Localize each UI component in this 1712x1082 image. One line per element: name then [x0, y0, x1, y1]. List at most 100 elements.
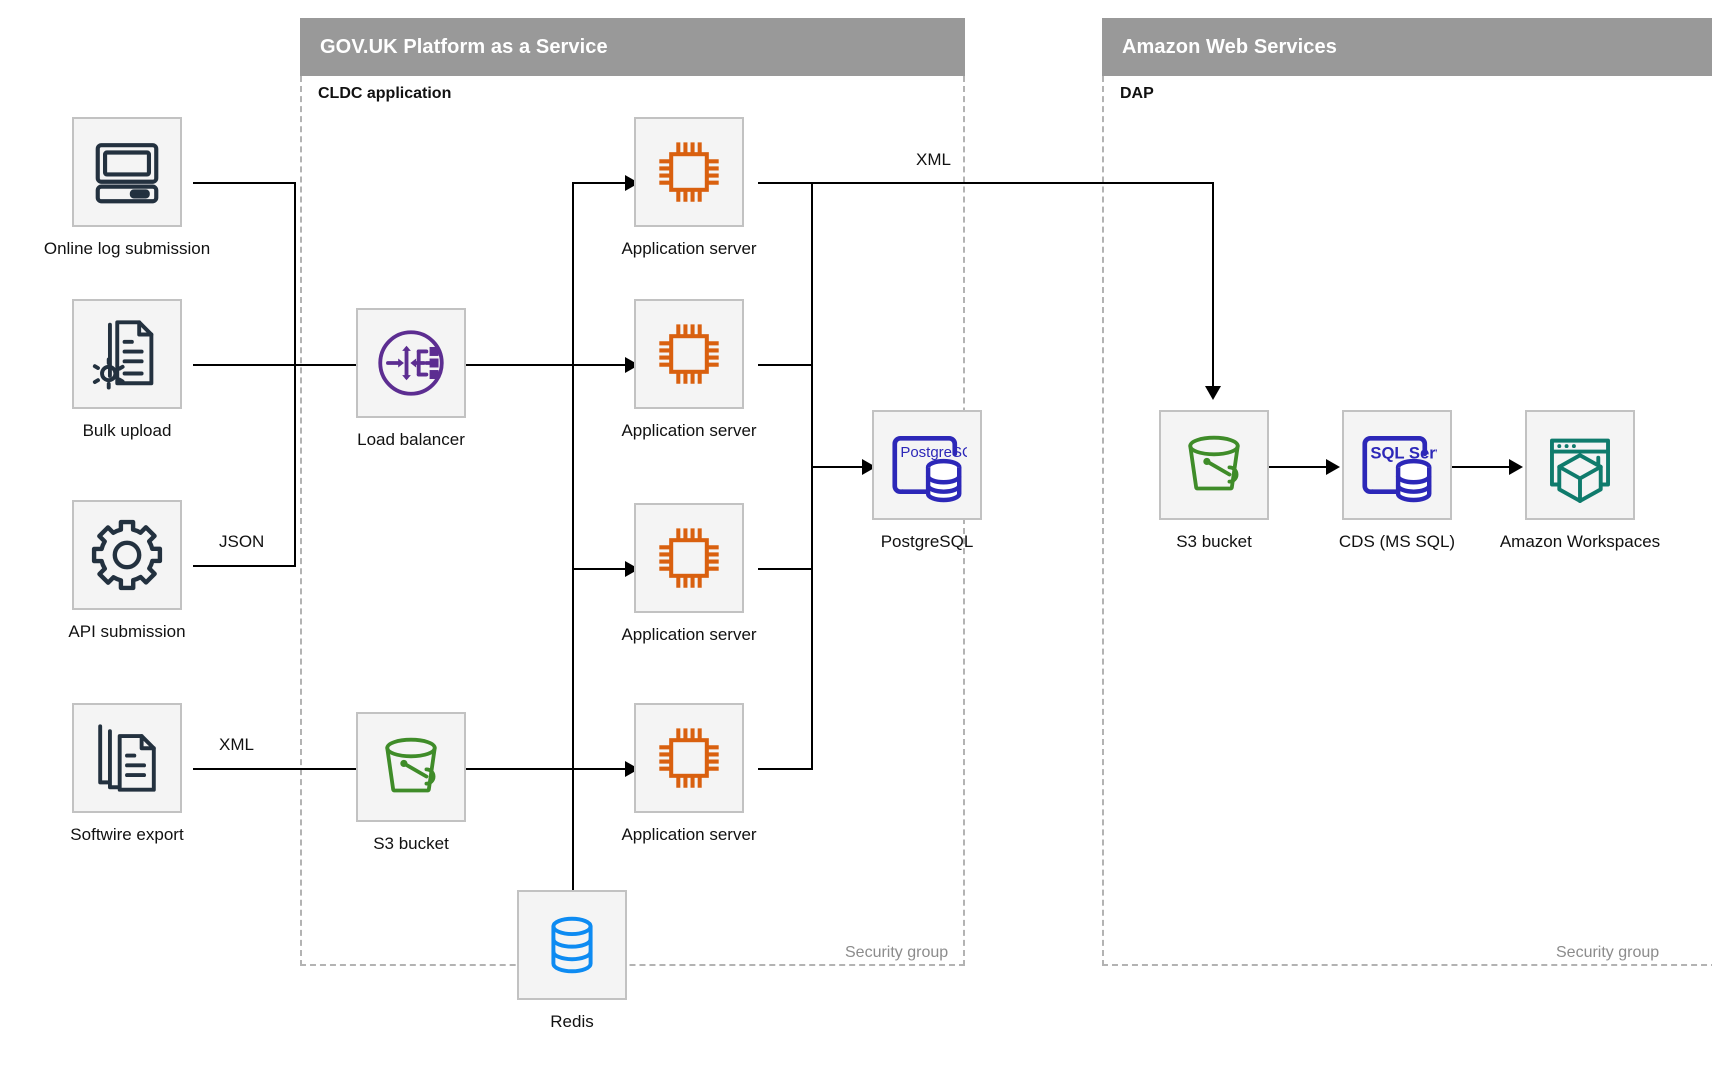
node-icon-box	[356, 308, 466, 418]
group-subtitle-paas: CLDC application	[318, 85, 452, 102]
edge-label-xml-softwire: XML	[213, 735, 260, 755]
node-label: Softwire export	[70, 825, 184, 844]
node-icon-box	[72, 703, 182, 813]
node-softwire-export[interactable]: Softwire export	[70, 703, 184, 844]
node-icon-box	[1525, 410, 1635, 520]
node-api-submission[interactable]: API submission	[68, 500, 186, 641]
node-s3-bucket-paas[interactable]: S3 bucket	[356, 712, 466, 853]
node-s3-bucket-aws[interactable]: S3 bucket	[1159, 410, 1269, 551]
documents-stack-icon	[88, 719, 166, 797]
node-label: API submission	[68, 622, 186, 641]
amazon-workspaces-icon	[1541, 426, 1619, 504]
edge-app4-collect	[758, 768, 813, 770]
node-amazon-workspaces[interactable]: Amazon Workspaces	[1500, 410, 1660, 551]
edge-xml-h	[758, 182, 1214, 184]
node-bulk-upload[interactable]: Bulk upload	[72, 299, 182, 440]
node-label: Amazon Workspaces	[1499, 532, 1661, 551]
edge-app3-collect	[758, 568, 813, 570]
node-label: Online log submission	[43, 239, 211, 258]
document-gear-icon	[88, 315, 166, 393]
node-app-server-1[interactable]: Application server	[621, 117, 757, 258]
node-app-server-3[interactable]: Application server	[621, 503, 757, 644]
node-icon-box	[356, 712, 466, 822]
edge-to-load-balancer	[294, 364, 384, 366]
group-header-paas: GOV.UK Platform as a Service	[300, 18, 965, 76]
gear-icon	[88, 516, 166, 594]
group-boundary-paas	[300, 76, 965, 966]
node-label: S3 bucket	[373, 834, 449, 853]
node-redis[interactable]: Redis	[517, 890, 627, 1031]
postgresql-icon: PostgreSQL	[887, 425, 967, 505]
edge-bus-app4	[572, 768, 634, 770]
arrowhead-s3-aws	[1205, 386, 1221, 400]
node-postgresql[interactable]: PostgreSQL PostgreSQL	[872, 410, 982, 551]
edge-lb-to-bus	[466, 364, 574, 366]
node-label: Redis	[550, 1012, 594, 1031]
edge-bus-app1	[572, 182, 634, 184]
distribution-bus-v	[572, 182, 574, 886]
cpu-chip-icon	[651, 134, 727, 210]
node-icon-box: SQL Server	[1342, 410, 1452, 520]
node-app-server-2[interactable]: Application server	[621, 299, 757, 440]
edge-cds-workspaces	[1452, 466, 1514, 468]
node-label: CDS (MS SQL)	[1338, 532, 1456, 551]
group-title-aws: Amazon Web Services	[1122, 35, 1337, 58]
group-subtitle-aws: DAP	[1120, 85, 1154, 102]
edge-bulk-upload-h	[193, 364, 296, 366]
collection-bus-v	[811, 182, 813, 770]
cpu-chip-icon	[651, 316, 727, 392]
edge-s3aws-cds	[1269, 466, 1331, 468]
node-label: Application server	[621, 239, 757, 258]
node-label: Application server	[621, 825, 757, 844]
node-icon-box	[634, 703, 744, 813]
node-icon-box	[72, 500, 182, 610]
node-label: Application server	[621, 421, 757, 440]
node-label: PostgreSQL	[880, 532, 974, 551]
edge-collect-postgres	[811, 466, 867, 468]
edge-s3-to-bus	[466, 768, 574, 770]
edge-online-log-h	[193, 182, 296, 184]
s3-bucket-icon	[373, 729, 449, 805]
node-icon-box	[1159, 410, 1269, 520]
arrowhead-workspaces	[1509, 459, 1523, 475]
node-app-server-4[interactable]: Application server	[621, 703, 757, 844]
edge-api-submission-h	[193, 565, 296, 567]
security-group-label-aws: Security group	[1556, 944, 1660, 961]
sql-server-icon: SQL Server	[1357, 425, 1437, 505]
node-cds-ms-sql[interactable]: SQL Server CDS (MS SQL)	[1339, 410, 1455, 551]
node-label: S3 bucket	[1176, 532, 1252, 551]
redis-database-icon	[537, 910, 607, 980]
node-icon-box	[634, 117, 744, 227]
group-header-aws: Amazon Web Services	[1102, 18, 1712, 76]
load-balancer-icon	[370, 322, 452, 404]
node-icon-box	[72, 117, 182, 227]
node-load-balancer[interactable]: Load balancer	[356, 308, 466, 449]
desktop-computer-icon	[88, 133, 166, 211]
edge-bus-app3	[572, 568, 634, 570]
cpu-chip-icon	[651, 520, 727, 596]
edge-app2-collect	[758, 364, 813, 366]
node-icon-box: PostgreSQL	[872, 410, 982, 520]
node-icon-box	[72, 299, 182, 409]
edge-redis-v	[572, 768, 574, 890]
node-icon-box	[634, 299, 744, 409]
sql-server-icon-text: SQL Server	[1370, 443, 1437, 462]
edge-label-xml-app: XML	[910, 150, 957, 170]
arrowhead-cds	[1326, 459, 1340, 475]
edge-merge-bus-v	[294, 182, 296, 566]
node-label: Load balancer	[357, 430, 465, 449]
node-label: Bulk upload	[82, 421, 172, 440]
edge-softwire-h	[193, 768, 383, 770]
node-icon-box	[517, 890, 627, 1000]
s3-bucket-icon	[1176, 427, 1252, 503]
group-boundary-aws	[1102, 76, 1712, 966]
node-online-log-submission[interactable]: Online log submission	[44, 117, 210, 258]
edge-xml-v	[1212, 182, 1214, 389]
cpu-chip-icon	[651, 720, 727, 796]
node-label: Application server	[621, 625, 757, 644]
group-title-paas: GOV.UK Platform as a Service	[320, 35, 608, 58]
security-group-label-paas: Security group	[845, 944, 949, 961]
edge-bus-app2	[572, 364, 634, 366]
node-icon-box	[634, 503, 744, 613]
